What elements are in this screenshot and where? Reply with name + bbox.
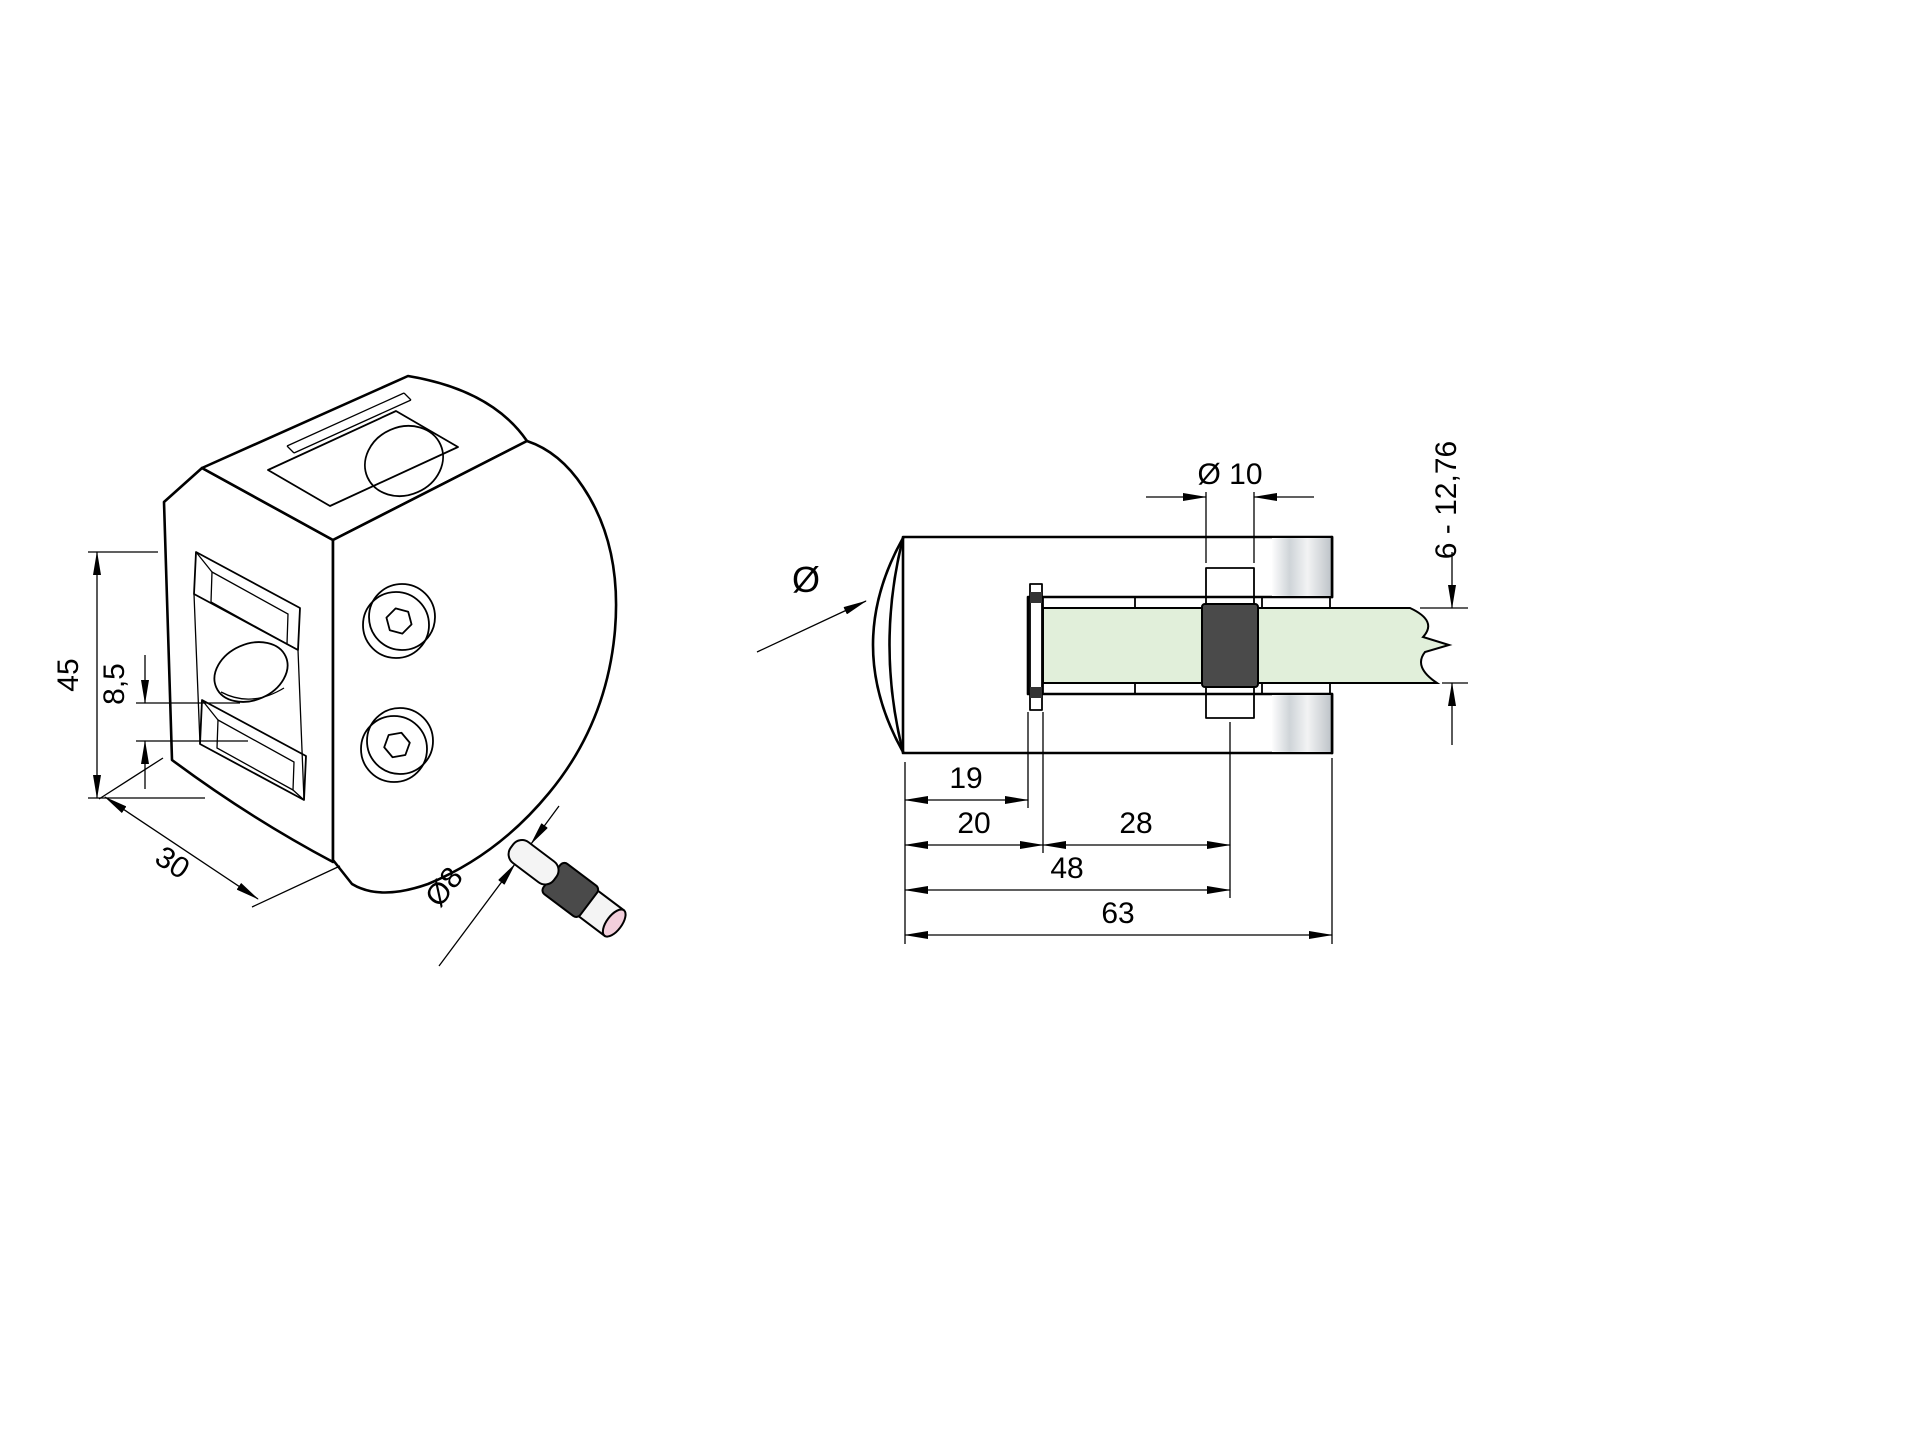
screw-top bbox=[362, 583, 436, 659]
retainer-grip-top bbox=[1030, 592, 1042, 603]
extension-lines bbox=[904, 712, 1333, 944]
dim-hole-diameter: Ø 10 bbox=[1146, 458, 1314, 563]
pin-hole-side-depth bbox=[220, 687, 285, 700]
gasket-top-left bbox=[1042, 596, 1136, 609]
metal-shading-bottom bbox=[1272, 695, 1331, 752]
saddle-arc bbox=[888, 536, 905, 754]
isometric-view: 45 8,5 30 Ø8 bbox=[52, 374, 627, 967]
top-slit bbox=[286, 392, 412, 454]
pin-hole-top bbox=[364, 425, 444, 497]
pin-tip bbox=[507, 839, 560, 886]
dim-height-label: 45 bbox=[52, 658, 85, 691]
side-slot-upper-corner-lines bbox=[195, 551, 299, 651]
dim-20-label: 20 bbox=[957, 807, 990, 840]
dim-hole-diameter-label: Ø 10 bbox=[1197, 458, 1262, 491]
post-leader-line bbox=[756, 600, 867, 653]
dim-48: 48 bbox=[904, 852, 1231, 894]
extension-lines bbox=[98, 757, 341, 908]
dim-20: 20 bbox=[904, 807, 1044, 849]
front-face bbox=[331, 439, 618, 894]
extension-lines bbox=[1205, 492, 1255, 563]
pin-end-face bbox=[601, 908, 627, 938]
screw-head-outline bbox=[368, 583, 436, 651]
extension-lines bbox=[136, 702, 248, 742]
pin-section bbox=[1201, 567, 1259, 719]
clamp-body-iso bbox=[162, 374, 618, 894]
dim-48-label: 48 bbox=[1050, 852, 1083, 885]
rubber-pin bbox=[507, 839, 627, 938]
post-diameter-label: Ø bbox=[792, 559, 820, 600]
arrow-upper bbox=[530, 805, 560, 845]
screw-head-outline bbox=[366, 707, 434, 775]
dim-glass-thickness-label: 6 - 12,76 bbox=[1430, 441, 1463, 559]
recess-edge-lines bbox=[193, 593, 305, 801]
pin-shaft-edges bbox=[1205, 567, 1255, 719]
dim-slot-width-label: 8,5 bbox=[98, 663, 131, 705]
dim-28-label: 28 bbox=[1119, 807, 1152, 840]
dimension-line bbox=[104, 796, 259, 900]
dim-depth-label: 30 bbox=[149, 840, 195, 886]
dim-glass-thickness: 6 - 12,76 bbox=[1420, 441, 1468, 745]
jaw-retainer bbox=[1029, 583, 1043, 711]
dim-63: 63 bbox=[904, 897, 1333, 939]
post: Ø bbox=[756, 536, 905, 754]
screw-head-base bbox=[362, 591, 430, 659]
dim-19: 19 bbox=[904, 762, 1029, 804]
clamp-body-section bbox=[901, 535, 1334, 755]
dim-slot-width: 8,5 bbox=[98, 655, 248, 789]
screw-bottom bbox=[360, 707, 434, 783]
gasket-top-right bbox=[1261, 596, 1331, 609]
clamp-inserts bbox=[1029, 583, 1331, 711]
hex-socket-icon bbox=[385, 607, 413, 635]
metal-shading-top bbox=[1272, 538, 1331, 596]
dim-63-label: 63 bbox=[1101, 897, 1134, 930]
dim-19-label: 19 bbox=[949, 762, 982, 795]
post-surface-arc bbox=[871, 536, 905, 754]
gasket-bottom-right bbox=[1261, 682, 1331, 695]
arrow-lower bbox=[438, 863, 516, 967]
gasket-bottom-left bbox=[1042, 682, 1136, 695]
section-view: Ø Ø 10 bbox=[756, 441, 1468, 944]
hex-socket-icon bbox=[383, 731, 411, 759]
rubber-grommet bbox=[1201, 603, 1259, 688]
retainer-grip-bottom bbox=[1030, 687, 1042, 698]
top-slot-opening bbox=[267, 410, 459, 507]
dim-28: 28 bbox=[1042, 807, 1231, 849]
dim-chain: 19 20 28 48 63 bbox=[904, 712, 1333, 944]
screw-head-base bbox=[360, 715, 428, 783]
